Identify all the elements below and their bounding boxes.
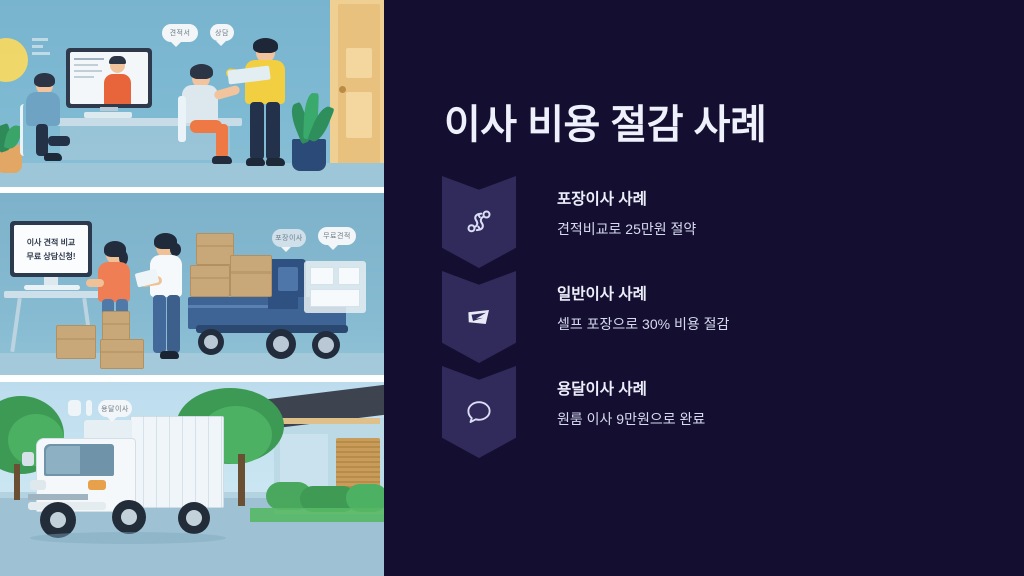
list-item-title: 포장이사 사례 [557, 191, 647, 208]
screen-text-line-1: 이사 견적 비교 [26, 237, 76, 247]
screen-text-line-2: 무료 상담신청! [26, 251, 76, 261]
list-item-text: 일반이사 사례 셀프 포장으로 30% 비용 절감 [557, 285, 729, 333]
shuffle-route-icon [467, 210, 491, 233]
list-item-text: 용달이사 사례 원룸 이사 9만원으로 완료 [557, 380, 705, 428]
photo-packing-truck: 이사 견적 비교 무료 상담신청! [0, 193, 384, 375]
content-panel: 이사 비용 절감 사례 포장이사 [384, 0, 1024, 576]
list-item-title: 용달이사 사례 [557, 381, 647, 398]
badge-mail [442, 271, 516, 363]
list-item-subtitle: 셀프 포장으로 30% 비용 절감 [557, 316, 730, 333]
paper-plane-mail-icon [468, 310, 489, 324]
list-item-subtitle: 원룸 이사 9만원으로 완료 [557, 411, 706, 428]
list-item[interactable]: 일반이사 사례 셀프 포장으로 30% 비용 절감 [442, 271, 962, 366]
badge-chat [442, 366, 516, 458]
media-column: 견적서 상담 이사 견적 비교 무료 상담신청! [0, 0, 384, 576]
speech-bubble-icon [467, 401, 491, 423]
speech-bubble-photo1-b: 상담 [210, 24, 234, 46]
list-item[interactable]: 용달이사 사례 원룸 이사 9만원으로 완료 [442, 366, 962, 461]
photo-box-truck-house: 용달이사 [0, 382, 384, 576]
speech-bubble-photo1-a: 견적서 [162, 24, 198, 47]
page-title: 이사 비용 절감 사례 [444, 103, 767, 147]
list-item-subtitle: 견적비교로 25만원 절약 [557, 221, 697, 238]
list-item[interactable]: 포장이사 사례 견적비교로 25만원 절약 [442, 176, 962, 271]
list-item-text: 포장이사 사례 견적비교로 25만원 절약 [557, 190, 696, 238]
badge-shuffle [442, 176, 516, 268]
speech-bubble-photo2-a: 포장이사 [272, 229, 306, 252]
speech-bubble-photo2-b: 무료견적 [318, 227, 356, 250]
photo-consultation-office: 견적서 상담 [0, 0, 384, 187]
speech-bubble-photo3: 용달이사 [98, 400, 132, 422]
case-list: 포장이사 사례 견적비교로 25만원 절약 일반이사 사례 셀프 포장으로 30… [442, 176, 962, 461]
list-item-title: 일반이사 사례 [557, 286, 647, 303]
